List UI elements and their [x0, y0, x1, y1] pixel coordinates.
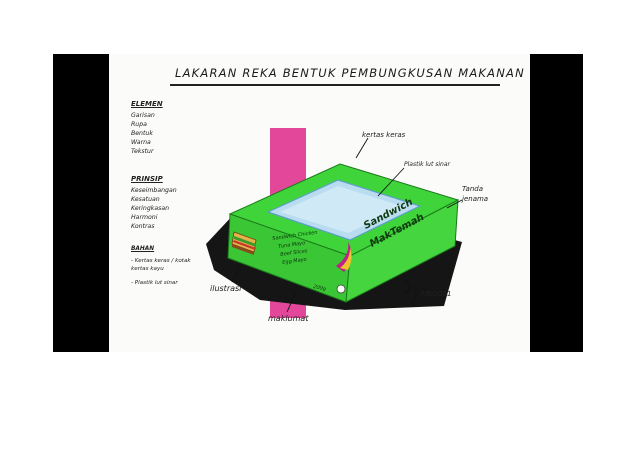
elemen-item: Garisan	[131, 112, 155, 119]
prinsip-item: Harmoni	[131, 214, 158, 221]
elemen-item: Tekstur	[131, 148, 154, 155]
seal-icon	[336, 284, 346, 294]
page-title: LAKARAN REKA BENTUK PEMBUNGKUSAN MAKANAN	[175, 66, 525, 80]
prinsip-item: Kesatuan	[131, 196, 160, 203]
leader-kertas-keras	[355, 137, 369, 159]
prinsip-item: Kontras	[131, 223, 155, 230]
label-kertas-keras: kertas keras	[362, 131, 406, 139]
elemen-heading: ELEMEN	[131, 100, 163, 108]
leader-maklumat	[286, 291, 297, 313]
bahan-heading: BAHAN	[131, 246, 155, 252]
signature	[403, 281, 417, 307]
sandwich-illustration	[231, 231, 257, 255]
signature-date: 7/8/2021	[420, 290, 452, 298]
window-highlight	[280, 186, 405, 233]
elemen-item: Warna	[131, 139, 151, 146]
label-maklumat: maklumat	[268, 314, 309, 323]
prinsip-item: Keseimbangan	[131, 187, 177, 194]
brand-swoosh-accent	[340, 248, 352, 270]
right-black-bar	[530, 54, 583, 352]
label-tanda: Tanda jenama	[462, 185, 489, 203]
box-right-face	[345, 199, 459, 303]
prinsip-item: Keringkasan	[131, 205, 170, 212]
elemen-item: Rupa	[131, 121, 147, 128]
leader-tanda	[446, 199, 463, 209]
bahan-item: - Plastik lut sinar	[131, 280, 178, 286]
label-plastik: Plastik lut sinar	[404, 161, 450, 168]
title-underline	[170, 84, 500, 86]
label-ilustrasi: ilustrasi	[210, 284, 242, 293]
leader-ilustrasi	[231, 265, 241, 283]
prinsip-heading: PRINSIP	[131, 175, 163, 183]
left-black-bar	[53, 54, 109, 352]
elemen-item: Bentuk	[131, 130, 153, 137]
leader-plastik	[377, 167, 405, 197]
bahan-item: - Kertas keras / kotak kertas kayu	[131, 258, 191, 272]
